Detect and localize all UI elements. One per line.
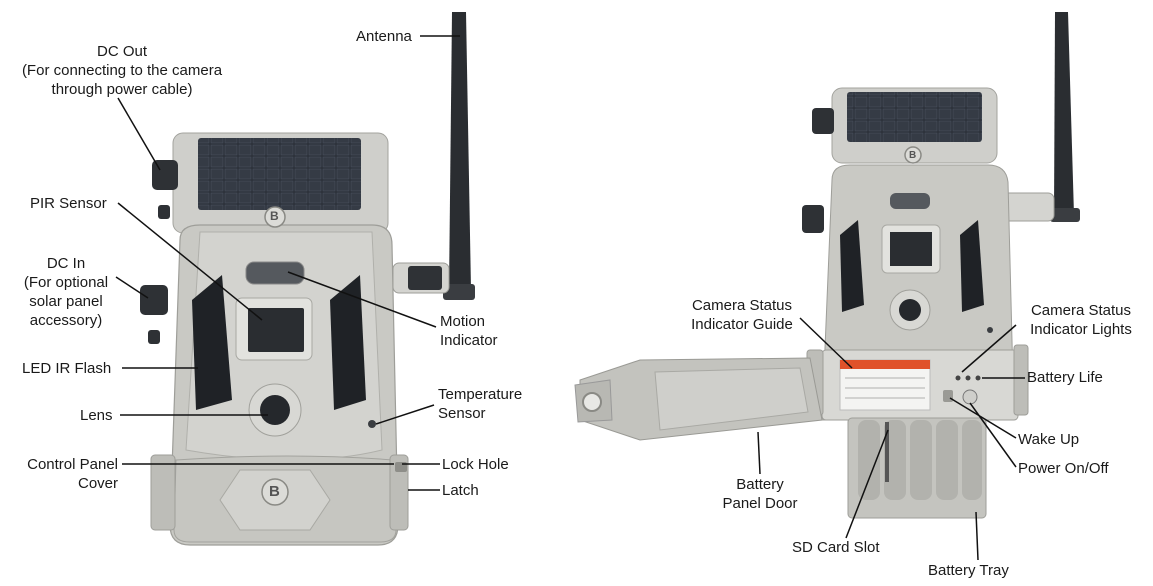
label-battery-life: Battery Life [1027, 369, 1103, 386]
led-ir-flash-right [330, 275, 366, 410]
status-indicator-light [965, 375, 971, 381]
solar-panel-rear [847, 92, 982, 142]
label-camera-status-indicator-guide: Camera Status Indicator Guide [691, 297, 793, 333]
label-lens: Lens [80, 407, 113, 424]
logo-icon: B [270, 209, 279, 223]
label-wake-up: Wake Up [1018, 431, 1080, 448]
logo-icon: B [269, 483, 280, 500]
latch [389, 454, 409, 531]
led-ir-flash-left [192, 275, 232, 410]
label-camera-status-indicator-lights: Camera Status Indicator Lights [1030, 302, 1132, 338]
label-battery-panel-door: Battery Panel Door [722, 476, 798, 512]
sd-card-slot [885, 422, 889, 482]
dc-out-connector [152, 160, 178, 190]
temperature-sensor [368, 420, 376, 428]
leader-lines [115, 35, 1025, 561]
label-control-panel-cover: Control Panel Cover [27, 456, 118, 492]
battery-life-light [975, 375, 981, 381]
solar-panel-front [198, 138, 361, 210]
label-sd-card-slot: SD Card Slot [792, 539, 880, 556]
dc-in-connector [140, 285, 168, 315]
lens [260, 395, 290, 425]
label-antenna: Antenna [356, 28, 412, 45]
label-latch: Latch [442, 482, 479, 499]
label-lock-hole: Lock Hole [442, 456, 509, 473]
front-camera [140, 12, 475, 546]
antenna-front [392, 12, 475, 300]
label-dc-out: DC Out (For connecting to the camera thr… [21, 43, 223, 98]
label-pir-sensor: PIR Sensor [30, 195, 107, 212]
motion-indicator [245, 261, 305, 285]
label-temperature-sensor: Temperature Sensor [438, 386, 523, 422]
status-indicator-light [955, 375, 961, 381]
logo-icon: B [909, 150, 917, 161]
label-dc-in: DC In (For optional solar panel accessor… [23, 255, 109, 329]
pir-sensor [248, 308, 304, 352]
label-motion-indicator: Motion Indicator [440, 313, 498, 349]
power-button [962, 389, 978, 405]
label-power-on-off: Power On/Off [1018, 460, 1109, 477]
open-camera [574, 12, 1080, 519]
label-led-ir-flash: LED IR Flash [22, 360, 112, 377]
label-battery-tray: Battery Tray [928, 562, 1009, 579]
wake-up-button [943, 390, 953, 402]
